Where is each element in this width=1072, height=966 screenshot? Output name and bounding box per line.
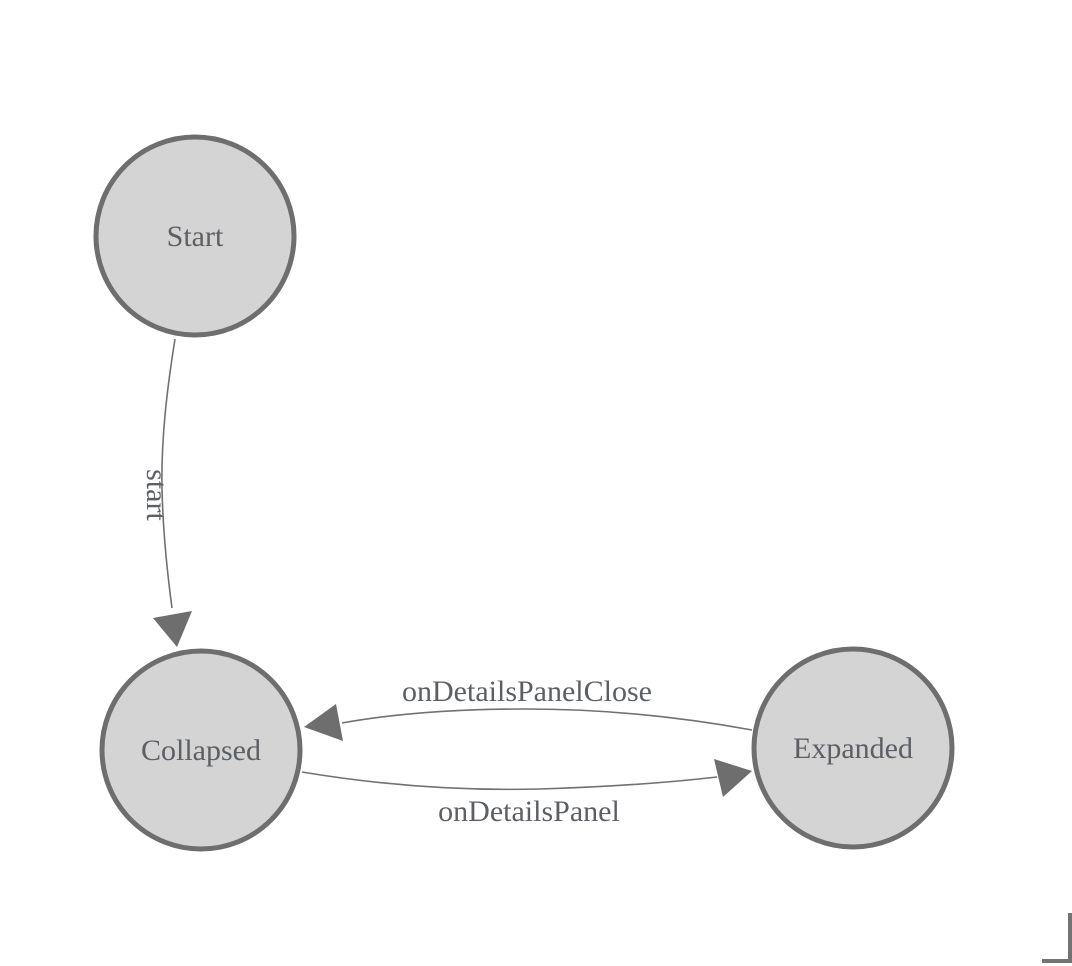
- node-start-circle[interactable]: [93, 134, 297, 338]
- edge-expanded-to-collapsed: onDetailsPanelClose: [304, 675, 753, 741]
- edge-label-ondetailspanelclose: onDetailsPanelClose: [402, 675, 652, 708]
- node-collapsed[interactable]: Collapsed: [99, 648, 303, 852]
- edge-expanded-to-collapsed-line: [341, 708, 753, 731]
- edge-label-start: start: [140, 469, 173, 521]
- frame-corner-vertical-bar: [1068, 913, 1072, 963]
- arrowhead-into-collapsed-from-start: [153, 611, 192, 647]
- node-start[interactable]: Start: [93, 134, 297, 338]
- node-collapsed-label: Collapsed: [141, 734, 261, 767]
- node-collapsed-circle[interactable]: [99, 648, 303, 852]
- edge-start-to-collapsed-line: [161, 338, 176, 609]
- frame-corner: [1042, 913, 1072, 963]
- edge-collapsed-to-expanded: onDetailsPanel: [301, 759, 752, 828]
- node-start-label: Start: [167, 220, 224, 253]
- node-expanded-label: Expanded: [793, 732, 913, 765]
- frame-corner-horizontal-bar: [1042, 959, 1072, 963]
- edge-collapsed-to-expanded-line: [301, 771, 718, 791]
- edge-start-to-collapsed: start: [140, 338, 192, 647]
- node-expanded[interactable]: Expanded: [751, 646, 955, 850]
- node-expanded-circle[interactable]: [751, 646, 955, 850]
- edge-label-ondetailspanel: onDetailsPanel: [438, 795, 620, 828]
- arrowhead-into-expanded: [714, 759, 752, 797]
- arrowhead-into-collapsed-from-expanded: [304, 704, 343, 741]
